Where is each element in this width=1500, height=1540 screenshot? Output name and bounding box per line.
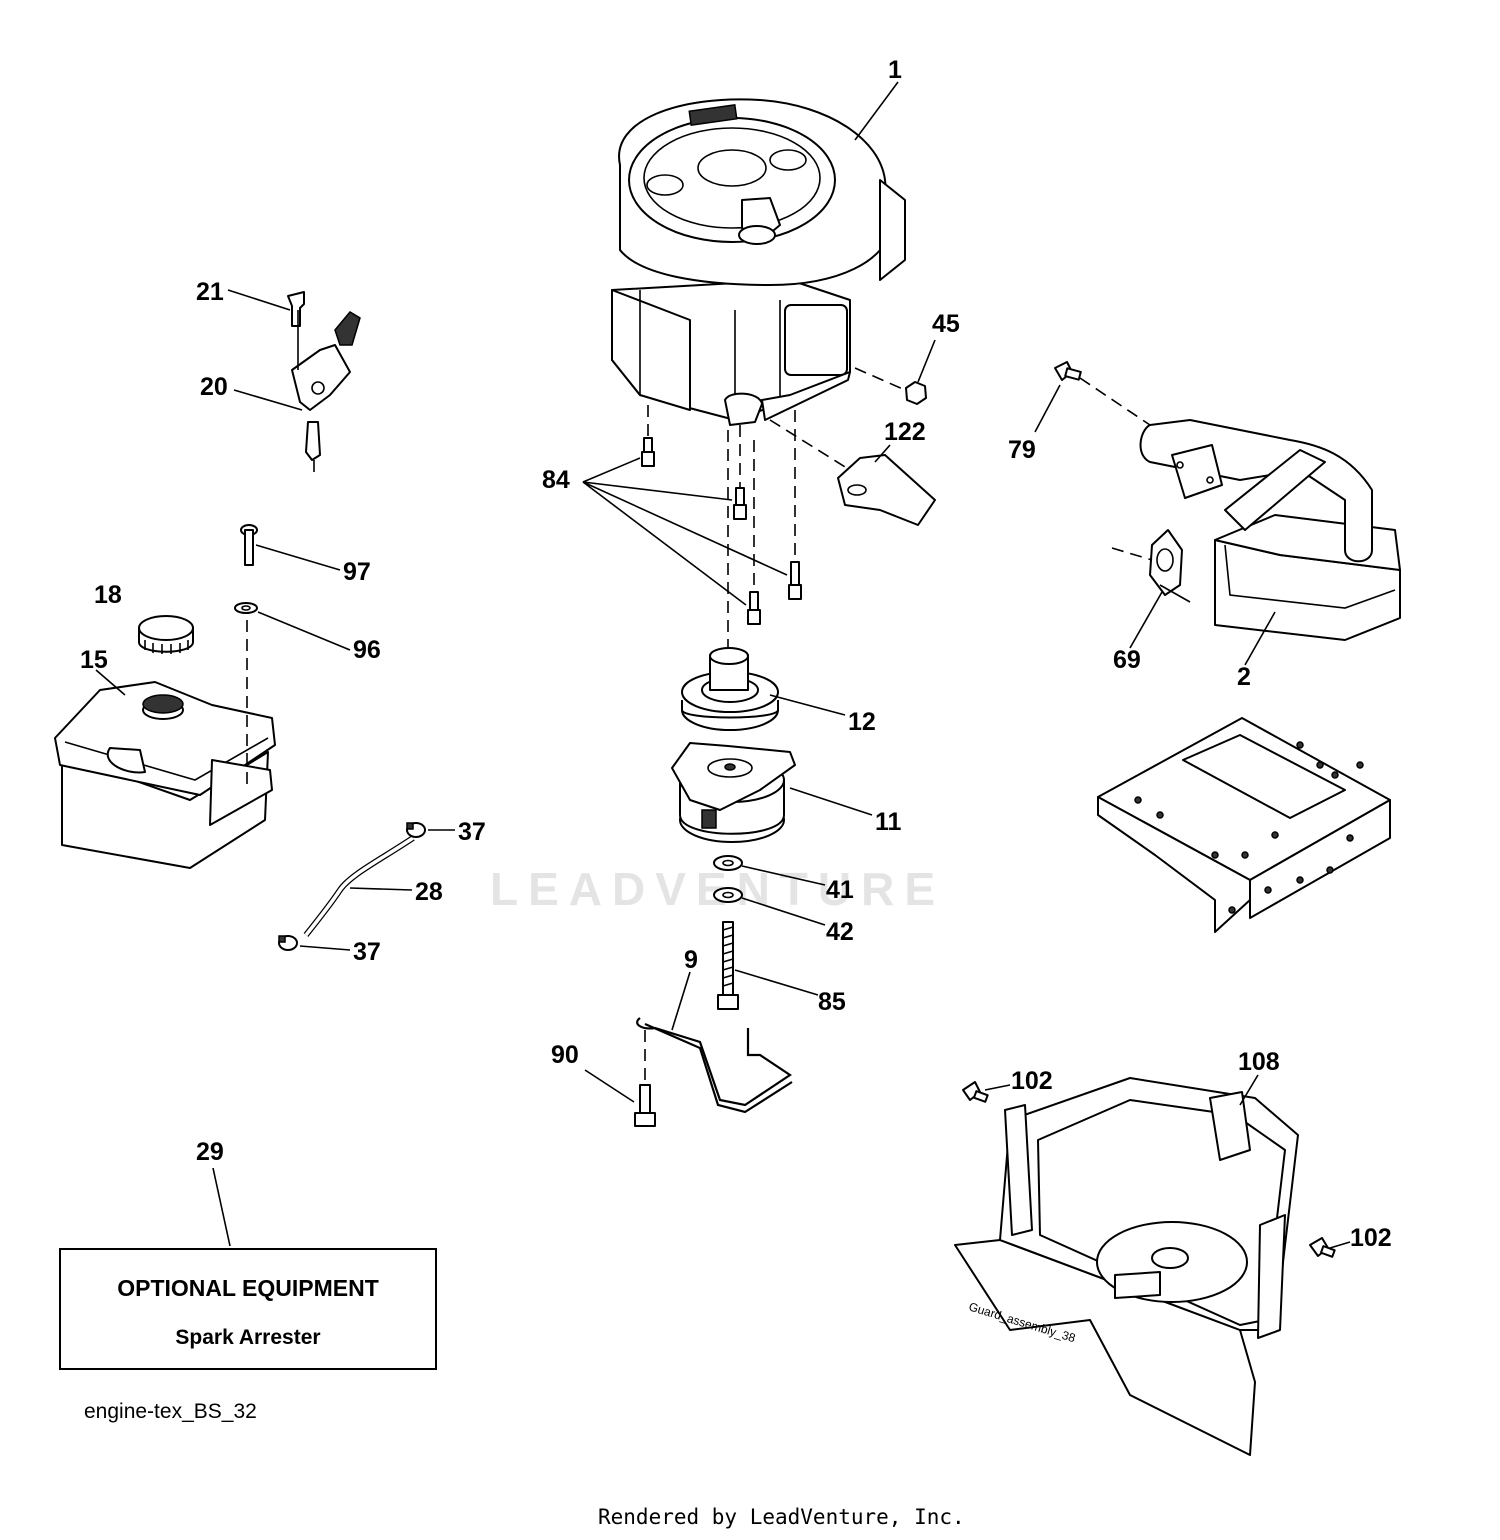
callout-102b: 102 <box>1350 1224 1392 1252</box>
callout-11: 11 <box>875 808 902 836</box>
optional-equipment-title: OPTIONAL EQUIPMENT <box>117 1275 379 1301</box>
leader-122 <box>874 444 891 463</box>
bolt-79-part <box>1054 361 1082 381</box>
footer-credit: Rendered by LeadVenture, Inc. <box>598 1505 965 1529</box>
callout-45: 45 <box>932 310 960 338</box>
leader-102b <box>1329 1241 1351 1249</box>
optional-equipment-box: OPTIONAL EQUIPMENT Spark Arrester <box>59 1248 437 1370</box>
dash-69a <box>1111 547 1153 561</box>
pto-clutch-part <box>671 742 796 843</box>
engine-mount-plate-part <box>1097 717 1391 933</box>
callout-18: 18 <box>94 581 122 609</box>
callout-37b: 37 <box>353 938 381 966</box>
leader-29 <box>212 1167 231 1247</box>
callout-28: 28 <box>415 878 443 906</box>
leader-108 <box>1239 1074 1259 1106</box>
callout-1: 1 <box>888 56 902 84</box>
leader-96 <box>257 611 351 651</box>
diagram-code: engine-tex_BS_32 <box>84 1400 257 1423</box>
screw-102-lower-part <box>1309 1237 1336 1258</box>
leader-84 <box>582 457 788 606</box>
optional-equipment-subtitle: Spark Arrester <box>175 1326 321 1349</box>
anti-rotation-bracket-part <box>636 1017 793 1114</box>
callout-20: 20 <box>200 373 228 401</box>
watermark: LEADVENTURE <box>490 863 945 915</box>
leader-21 <box>227 289 291 311</box>
callout-85: 85 <box>818 988 846 1016</box>
callout-90: 90 <box>551 1041 579 1069</box>
callout-21: 21 <box>196 278 224 306</box>
leader-37b <box>299 945 351 951</box>
leader-12 <box>769 694 846 716</box>
callout-79: 79 <box>1008 436 1036 464</box>
fuel-line-inner <box>304 836 414 937</box>
callout-84: 84 <box>542 466 570 494</box>
fuel-line-part <box>303 835 415 937</box>
washer-42-part <box>713 887 743 903</box>
dash-122 <box>769 419 851 471</box>
crank-bolt-part <box>717 921 739 1010</box>
dash-45 <box>854 367 906 391</box>
leader-28 <box>349 887 413 891</box>
callout-122: 122 <box>884 418 926 446</box>
muffler-part <box>1139 419 1401 641</box>
washer-96-part <box>234 602 258 614</box>
leader-15 <box>95 669 126 696</box>
fuel-tank-part <box>54 681 276 869</box>
heat-shield-hole <box>847 484 867 496</box>
screw-102-upper-part <box>962 1081 989 1103</box>
leader-102a <box>984 1084 1011 1091</box>
leader-41 <box>741 865 826 886</box>
screw-97-part <box>240 524 258 566</box>
heat-shield-part <box>837 454 936 526</box>
callout-37a: 37 <box>458 818 486 846</box>
hose-clamp-upper-part <box>406 822 426 838</box>
fuel-cap-part <box>138 615 194 654</box>
leader-2 <box>1244 611 1276 666</box>
throttle-control-part <box>287 291 361 472</box>
callout-97: 97 <box>343 558 371 586</box>
hose-clamp-lower-part <box>278 935 298 951</box>
callout-12: 12 <box>848 708 876 736</box>
dash-79 <box>1079 377 1151 426</box>
leader-85 <box>734 969 819 996</box>
callout-41: 41 <box>826 876 854 904</box>
leader-90 <box>584 1069 635 1103</box>
callout-69: 69 <box>1113 646 1141 674</box>
leader-42 <box>741 897 826 926</box>
callout-96: 96 <box>353 636 381 664</box>
leader-79 <box>1034 384 1061 433</box>
callout-9: 9 <box>684 946 698 974</box>
callout-102a: 102 <box>1011 1067 1053 1095</box>
dash-69b <box>1159 584 1191 603</box>
callout-15: 15 <box>80 646 108 674</box>
leader-9 <box>671 971 691 1031</box>
engine-part <box>611 98 906 426</box>
nut-part <box>905 381 927 405</box>
leader-45 <box>917 339 936 383</box>
leader-97 <box>255 544 341 571</box>
leader-11 <box>789 787 873 816</box>
callout-42: 42 <box>826 918 854 946</box>
pulley-part <box>681 647 779 731</box>
guard-assembly-part <box>954 1077 1299 1456</box>
gasket-69-part <box>1149 529 1183 596</box>
bolt-90-part <box>634 1084 656 1127</box>
leader-69 <box>1129 591 1163 649</box>
callout-2: 2 <box>1237 663 1251 691</box>
engine-bolts-part <box>641 437 802 625</box>
leader-20 <box>233 389 303 411</box>
callout-108: 108 <box>1238 1048 1280 1076</box>
washer-41-part <box>713 855 743 871</box>
leader-1 <box>854 81 899 141</box>
callout-29: 29 <box>196 1138 224 1166</box>
